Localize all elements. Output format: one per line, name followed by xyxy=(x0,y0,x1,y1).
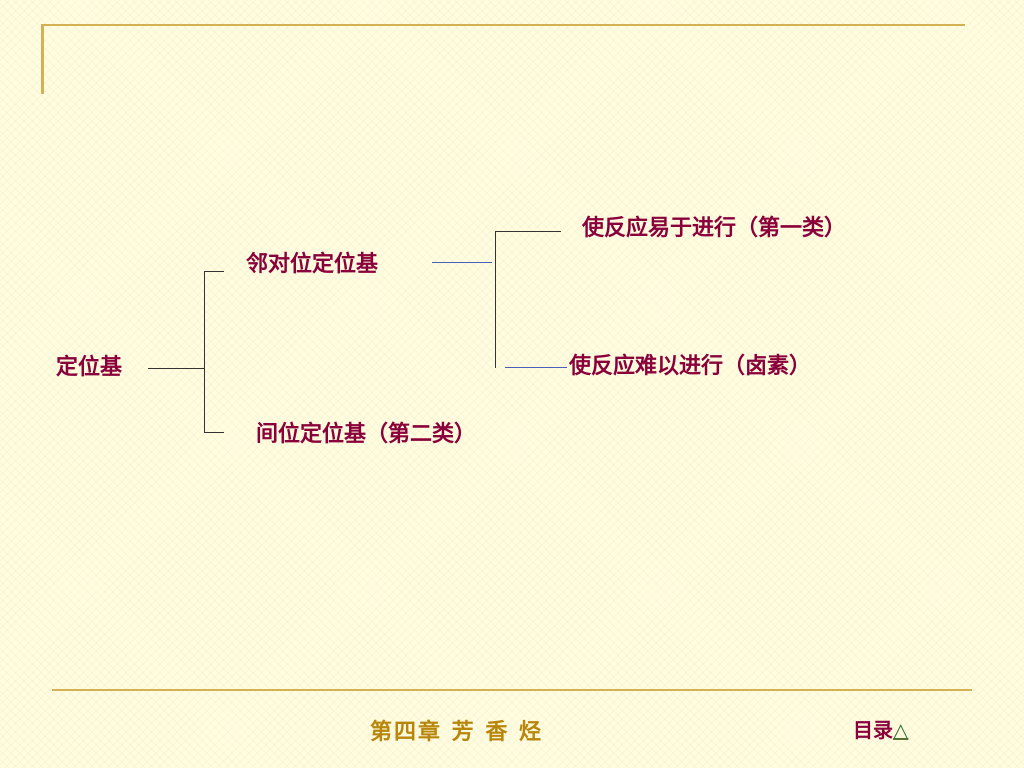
chapter-title: 第四章 芳 香 烃 xyxy=(370,720,543,745)
toc-link[interactable]: 目录△ xyxy=(853,714,908,743)
bracket-ortho-top xyxy=(495,231,561,232)
toc-label: 目录 xyxy=(853,718,893,742)
bracket-root-bottom xyxy=(204,432,224,433)
bracket-ortho-vertical xyxy=(495,231,496,368)
top-horizontal-rule xyxy=(41,24,965,26)
triangle-up-icon: △ xyxy=(893,718,909,742)
node-root: 定位基 xyxy=(56,355,123,380)
connector-ortho-para xyxy=(432,262,492,263)
node-ortho-para: 邻对位定位基 xyxy=(246,252,379,277)
connector-root xyxy=(148,368,204,369)
bracket-root-vertical xyxy=(204,271,205,433)
node-deactivating: 使反应难以进行（卤素） xyxy=(569,354,812,379)
top-left-vertical-rule xyxy=(41,24,44,94)
node-meta: 间位定位基（第二类） xyxy=(256,422,477,447)
bottom-horizontal-rule xyxy=(52,689,972,691)
connector-deactivating xyxy=(505,367,567,368)
node-activating: 使反应易于进行（第一类） xyxy=(582,216,847,241)
bracket-root-top xyxy=(204,271,224,272)
